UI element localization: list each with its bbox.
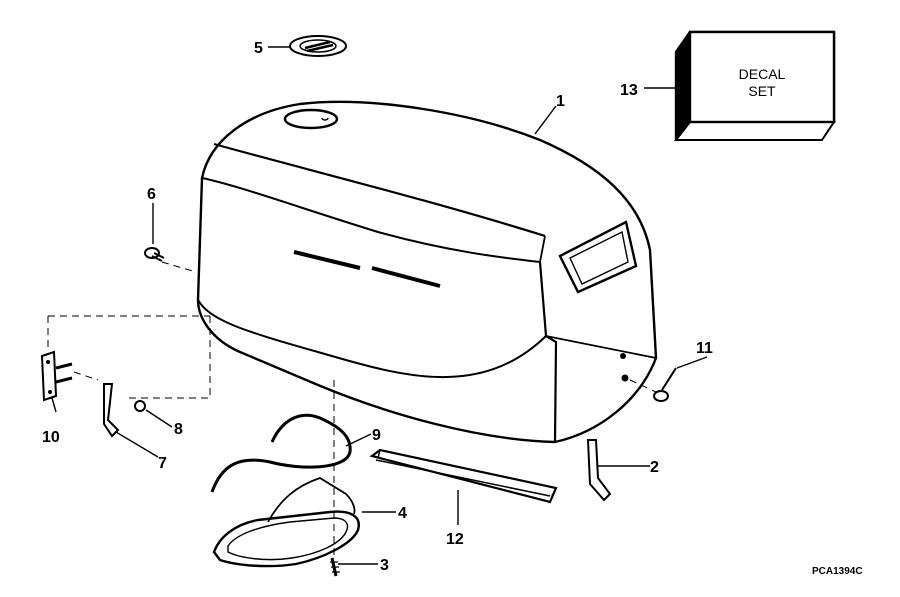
figure-code: PCA1394C [812,566,863,577]
callout-2: 2 [650,459,659,476]
callout-8: 8 [174,421,183,438]
callout-11: 11 [696,340,713,357]
callout-9: 9 [372,427,381,444]
screw-part-6 [144,247,165,262]
leader-lines [51,46,708,565]
screw-part-3 [330,557,340,577]
callout-12: 12 [446,531,464,548]
assembly-lines [47,261,657,556]
latch-rod [103,383,120,438]
callout-4: 4 [398,505,407,522]
front-seal [212,477,360,568]
callout-7: 7 [158,455,167,472]
nut-part [134,400,146,412]
cap-part [289,35,347,57]
callout-labels: 1 2 3 4 5 6 7 8 9 10 11 12 13 [42,40,713,574]
callout-13: 13 [620,82,638,99]
callout-10: 10 [42,429,60,446]
latch-part [586,439,612,502]
decal-label-line2: SET [748,83,776,99]
motor-cover [196,100,658,444]
decal-label-line1: DECAL [739,66,786,82]
seal-strip [369,448,558,504]
callout-3: 3 [380,557,389,574]
callout-5: 5 [254,40,263,57]
decal-set-box: DECAL SET [673,30,836,142]
seal-cord [210,413,352,493]
screw-part-11 [653,367,677,402]
callout-6: 6 [147,186,156,203]
callout-1: 1 [556,93,565,110]
bracket-plate [40,350,73,402]
